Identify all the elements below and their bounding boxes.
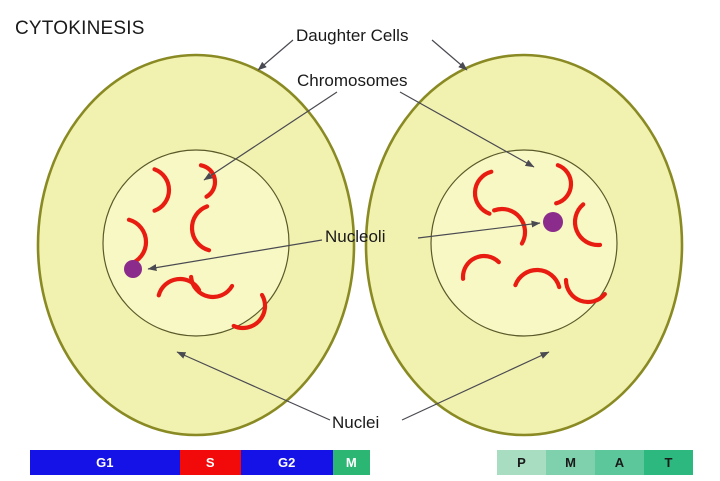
label-nuclei: Nuclei: [332, 413, 380, 432]
phase-segment-g1[interactable]: G1: [30, 450, 180, 475]
phase-segment-m[interactable]: M: [546, 450, 595, 475]
phase-segment-p[interactable]: P: [497, 450, 546, 475]
left-daughter-cell-nucleolus: [124, 260, 142, 278]
label-daughter-cells: Daughter Cells: [296, 26, 409, 45]
right-daughter-cell: [364, 53, 684, 437]
leader-nuclei-left: [176, 351, 331, 421]
chromosome: [472, 169, 494, 216]
label-nucleoli: Nucleoli: [325, 227, 386, 246]
leader-chromosomes-left: [203, 91, 338, 181]
leader-nuclei-right: [401, 351, 550, 421]
chromosome: [563, 277, 607, 305]
cells-group: [36, 53, 684, 437]
phase-segment-s[interactable]: S: [179, 450, 241, 475]
leader-nucleoli-right: [417, 220, 541, 239]
chromosome: [460, 253, 501, 281]
chromosome: [152, 167, 172, 213]
leader-nucleoli-left: [147, 239, 323, 272]
phase-segment-m[interactable]: M: [332, 450, 370, 475]
label-chromosomes: Chromosomes: [297, 71, 408, 90]
chromosome: [513, 267, 562, 290]
chromosome: [189, 204, 212, 253]
leader-daughter-cells-left: [257, 39, 294, 71]
chromosome: [572, 202, 603, 248]
leader-daughter-cells-right: [431, 39, 468, 71]
leader-lines-group: [147, 39, 550, 421]
chromosome: [198, 163, 218, 199]
phase-segment-g2[interactable]: G2: [240, 450, 333, 475]
phase-segment-a[interactable]: A: [595, 450, 644, 475]
leader-chromosomes-right: [399, 91, 535, 168]
chromosome: [156, 276, 202, 298]
chromosome: [231, 292, 268, 331]
phase-segment-t[interactable]: T: [644, 450, 693, 475]
chromosome: [554, 163, 574, 206]
right-daughter-cell-nucleolus: [543, 212, 563, 232]
left-daughter-cell: [36, 53, 356, 437]
page-title: CYTOKINESIS: [15, 18, 145, 39]
chromosome: [492, 206, 528, 246]
